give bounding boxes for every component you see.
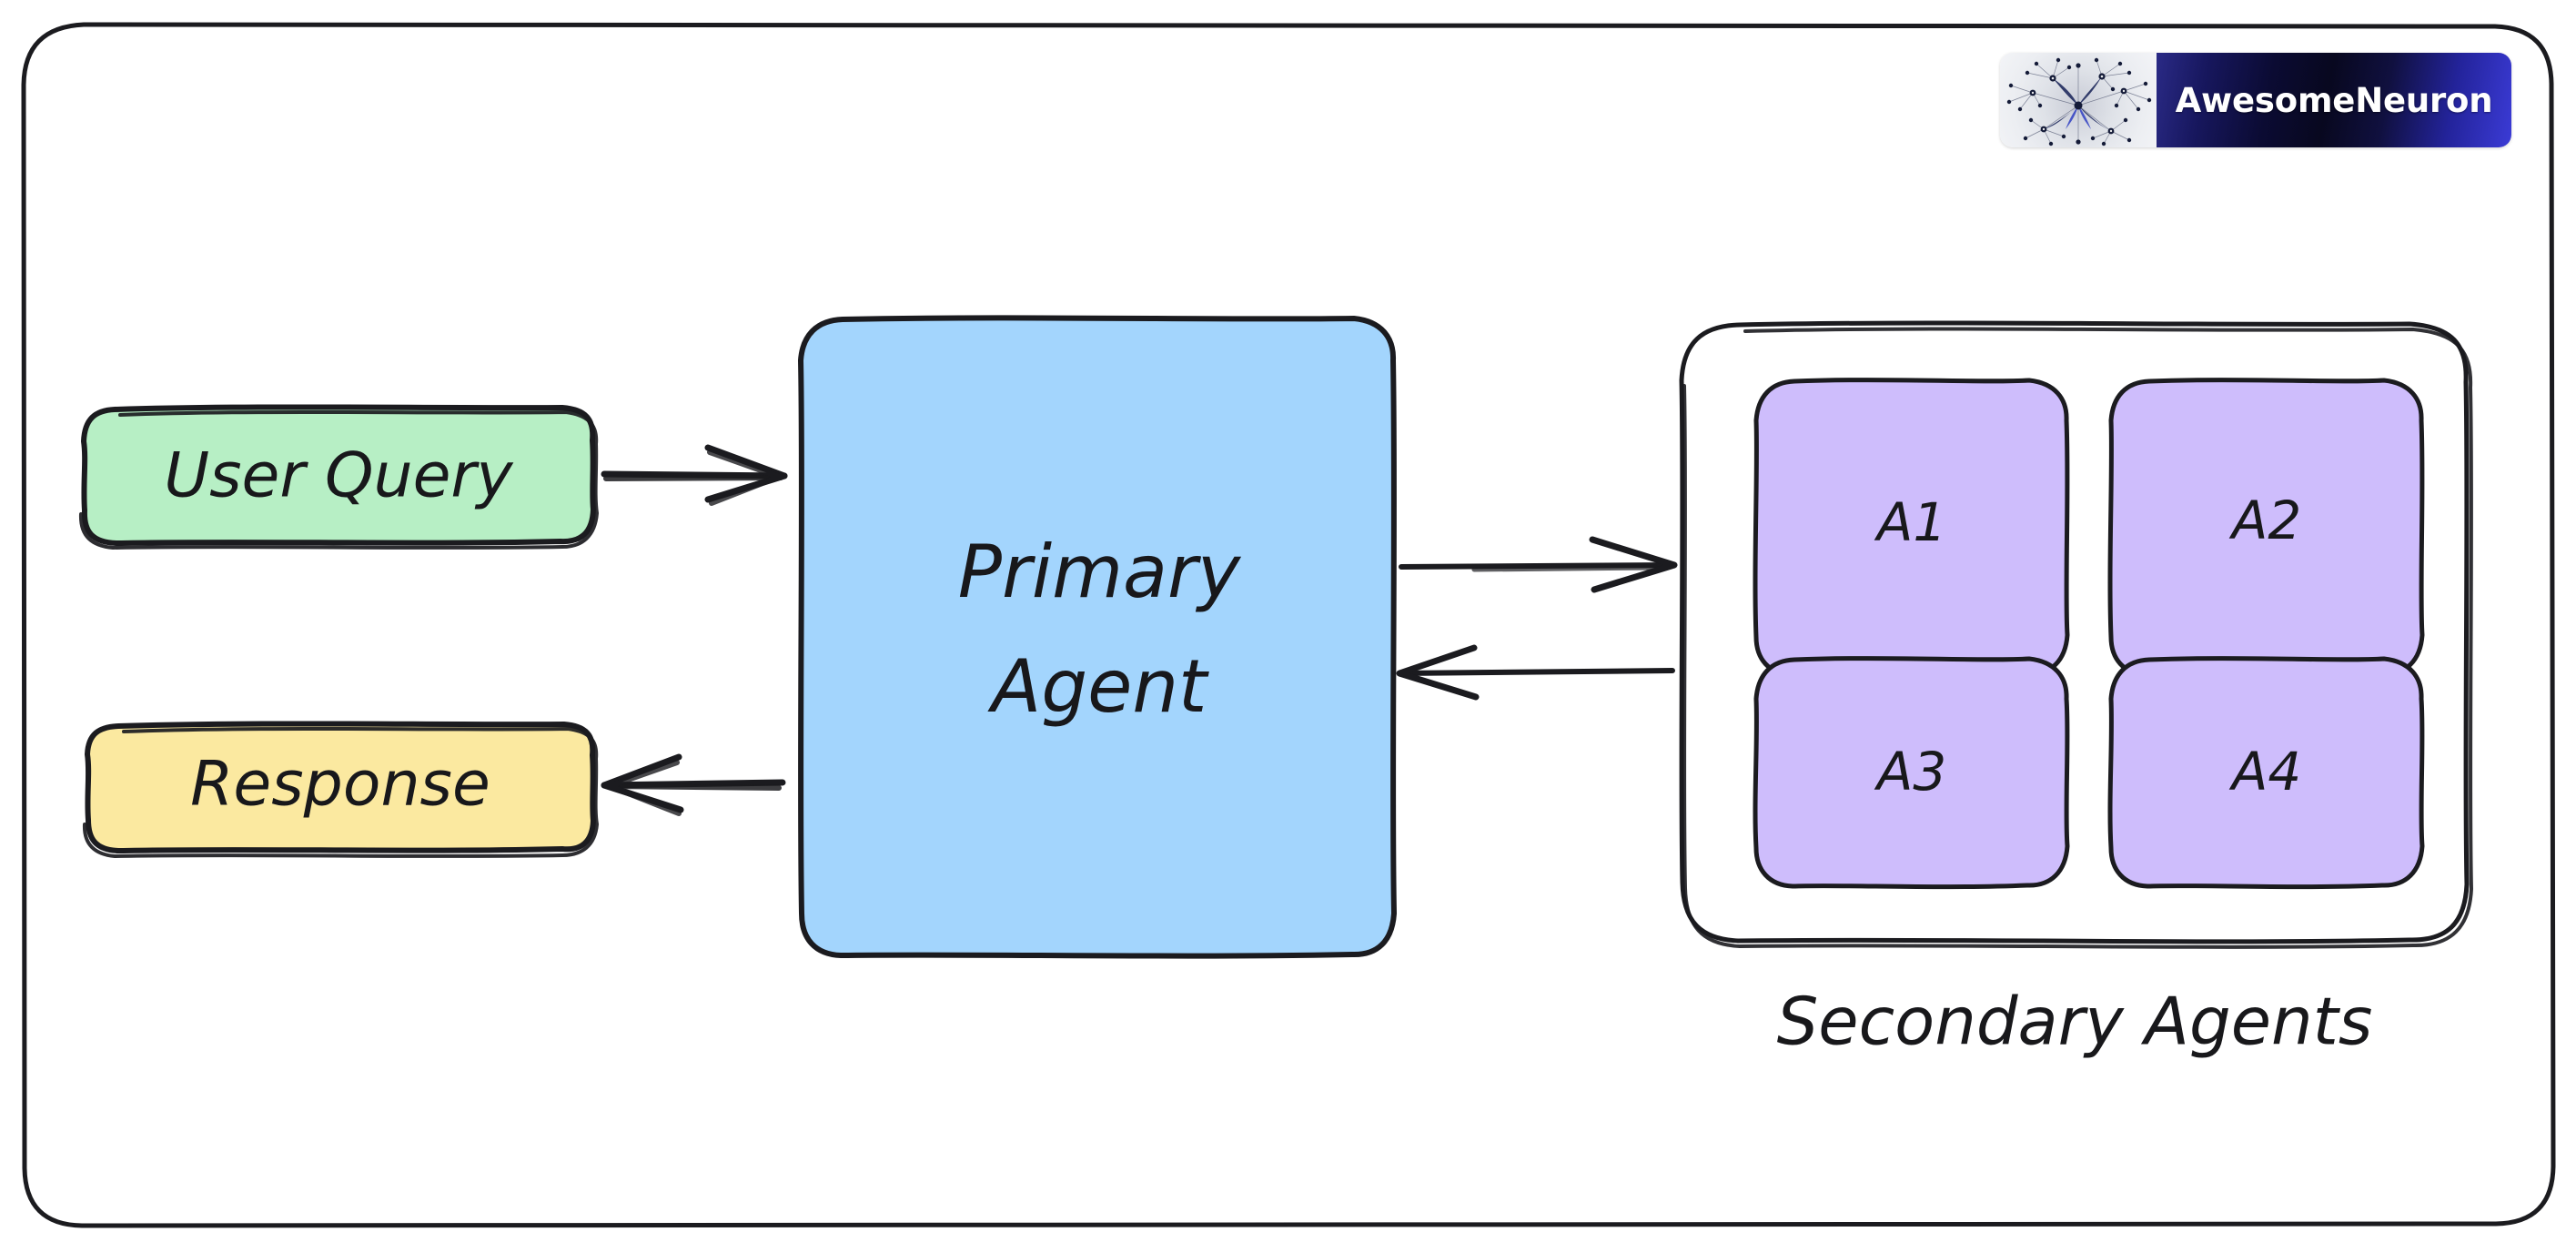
a3-border (1753, 656, 2070, 890)
arrow-secondary-to-primary (1396, 644, 1675, 701)
user-query-border (81, 404, 596, 546)
node-user-query[interactable]: User Query (78, 404, 599, 550)
response-label: Response (190, 749, 490, 821)
arrow-primary-to-secondary (1399, 536, 1678, 593)
response-fill (87, 724, 593, 851)
user-query-fill (84, 408, 593, 543)
secondary-agents-caption: Secondary Agents (1777, 984, 2373, 1060)
primary-agent-label-line-1: Primary (958, 530, 1242, 614)
a1-fill (1756, 380, 2067, 675)
agent-card-a3[interactable]: A3 (1753, 656, 2070, 890)
brand-wordmark-panel: AwesomeNeuron (2157, 53, 2511, 147)
brand-logo-badge[interactable]: AwesomeNeuron (2000, 53, 2511, 147)
secondary-agents-border (1679, 320, 2470, 944)
a1-label: A1 (1874, 491, 1947, 553)
node-primary-agent[interactable]: Primary Agent (798, 315, 1397, 959)
response-border (85, 721, 596, 853)
neuron-network-icon (2000, 53, 2157, 147)
agent-card-a4[interactable]: A4 (2107, 656, 2425, 890)
response-border-2 (82, 726, 599, 858)
brand-name-text: AwesomeNeuron (2175, 80, 2493, 120)
arrow-primary-to-response (601, 753, 786, 816)
primary-agent-label-line-2: Agent (987, 644, 1209, 729)
secondary-agents-border-2 (1682, 327, 2473, 949)
a4-label: A4 (2228, 741, 2302, 803)
a3-fill (1756, 659, 2067, 886)
user-query-label: User Query (164, 440, 513, 512)
a4-fill (2111, 659, 2422, 886)
a4-border (2107, 656, 2425, 890)
primary-agent-border (798, 315, 1397, 959)
primary-agent-fill (801, 318, 1394, 955)
agent-card-a2[interactable]: A2 (2107, 378, 2425, 679)
a3-label: A3 (1874, 741, 1947, 803)
group-secondary-agents[interactable]: A1 A2 A3 A4 Secondary Agents (1679, 320, 2473, 1060)
agent-card-a1[interactable]: A1 (1753, 378, 2070, 679)
a2-fill (2111, 380, 2422, 675)
user-query-border-2 (78, 409, 599, 550)
outer-frame (21, 22, 2556, 1228)
a2-label: A2 (2228, 490, 2302, 551)
arrow-query-to-primary (601, 444, 788, 506)
node-response[interactable]: Response (82, 721, 599, 858)
